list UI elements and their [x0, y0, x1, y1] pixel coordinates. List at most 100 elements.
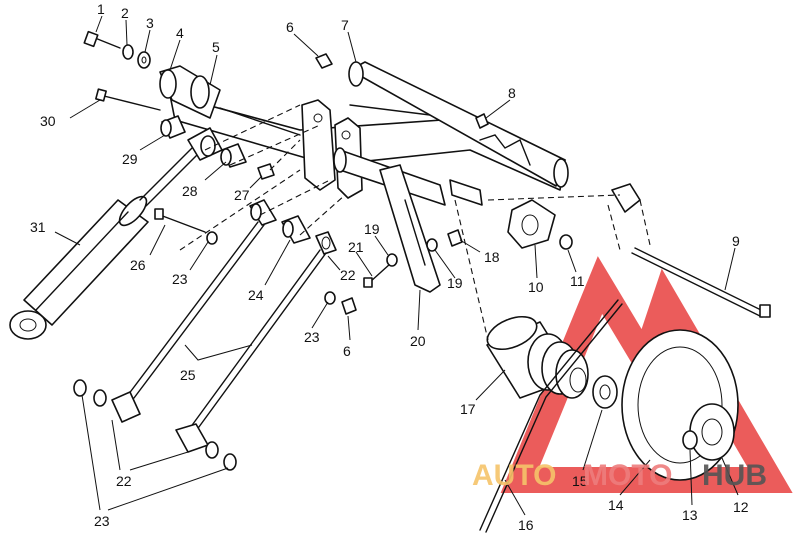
callout-labels: 1 2 3 4 5 6 7 8 9 10 11 12 13 14 15 16 1… — [30, 1, 749, 533]
guide-1 — [204, 104, 301, 151]
spacer-24-end — [282, 220, 294, 238]
lead-22a — [327, 255, 341, 271]
callout-24: 24 — [248, 287, 264, 303]
link-rod-2 — [189, 249, 321, 429]
spring-arm-16 — [479, 299, 619, 531]
callout-6a: 6 — [286, 19, 294, 35]
arm-link — [379, 164, 441, 293]
lead-30 — [69, 99, 101, 119]
lead-23c-2 — [107, 467, 229, 511]
block-10 — [507, 199, 556, 249]
lead-13 — [689, 449, 693, 506]
lead-19b — [434, 249, 456, 279]
shock-absorber — [9, 139, 207, 340]
washer-2 — [122, 44, 134, 60]
callout-19b: 19 — [447, 275, 463, 291]
spacer-lower-left — [93, 389, 107, 407]
main-shaft-assembly — [159, 61, 569, 191]
bushing-28-end — [220, 148, 232, 166]
lead-19a — [374, 235, 389, 256]
guide-5 — [259, 179, 331, 216]
shock-lower-eye — [9, 310, 47, 340]
watermark-auto: AUTO — [472, 459, 556, 492]
lead-22b — [111, 419, 121, 471]
washer-19-right — [426, 238, 438, 252]
lead-28 — [204, 161, 227, 181]
callout-15: 15 — [572, 473, 588, 489]
callout-7: 7 — [341, 17, 349, 33]
callout-20: 20 — [410, 333, 426, 349]
lead-22b-2 — [129, 451, 189, 471]
wheel-14-rim — [637, 346, 723, 464]
shock-rod-2 — [145, 145, 207, 207]
callout-26: 26 — [130, 257, 146, 273]
washer-11 — [559, 234, 573, 250]
callout-22b: 22 — [116, 473, 132, 489]
washer-23-mid — [324, 291, 336, 305]
lead-5 — [209, 54, 218, 86]
callout-8: 8 — [508, 85, 516, 101]
guide-6 — [299, 194, 346, 236]
callout-1: 1 — [97, 1, 105, 17]
washer-15 — [592, 375, 618, 409]
spring-coil-3 — [555, 349, 589, 399]
lead-21 — [355, 251, 373, 277]
callout-6b: 6 — [343, 343, 351, 359]
watermark-text: AUTO MOTO HUB — [472, 459, 767, 492]
link-rod-2b — [195, 252, 327, 432]
callout-18: 18 — [484, 249, 500, 265]
callout-10: 10 — [528, 279, 544, 295]
callout-31: 31 — [30, 219, 46, 235]
lead-29 — [139, 134, 166, 151]
callout-5: 5 — [212, 39, 220, 55]
washer-3-hole — [141, 56, 147, 64]
shock-rod — [139, 139, 201, 201]
callout-12: 12 — [733, 499, 749, 515]
callout-14: 14 — [608, 497, 624, 513]
lead-9 — [724, 247, 736, 291]
spring-arm-16b — [485, 303, 623, 533]
lead-20 — [417, 289, 421, 331]
lead-6b — [347, 315, 351, 341]
callout-19a: 19 — [364, 221, 380, 237]
lead-6a — [293, 33, 319, 57]
shaft-rib — [219, 107, 301, 136]
callout-4: 4 — [176, 25, 184, 41]
callout-16: 16 — [518, 517, 534, 533]
logo-triangle-outer — [500, 256, 793, 493]
watermark-logo — [500, 256, 793, 493]
hub-13 — [682, 430, 698, 450]
callout-27: 27 — [234, 187, 250, 203]
lead-14 — [619, 459, 651, 496]
eye-top-hole — [200, 135, 216, 157]
guide-4 — [179, 169, 301, 251]
lead-17 — [475, 369, 506, 401]
nut-6-top — [315, 53, 333, 69]
arm-20 — [379, 164, 441, 293]
left-bracket-plate — [301, 99, 336, 191]
lead-25 — [184, 344, 253, 361]
guide-2 — [229, 124, 321, 166]
bolt-26-shank — [159, 214, 206, 233]
bolt-1-shank — [94, 37, 121, 49]
rod-9 — [631, 247, 771, 318]
callout-28: 28 — [182, 183, 198, 199]
lead-4 — [169, 39, 181, 71]
callout-3: 3 — [146, 15, 154, 31]
lead-18 — [459, 239, 481, 253]
lead-8 — [485, 99, 511, 119]
guide-7 — [454, 199, 489, 341]
lead-11 — [567, 249, 577, 273]
block-10-hole — [521, 214, 539, 236]
spring-housing-end — [486, 315, 538, 351]
watermark-moto: MOTO — [583, 459, 672, 492]
lead-12 — [721, 457, 739, 496]
washer-15-hole — [599, 384, 611, 400]
lead-16 — [504, 479, 526, 516]
lead-2 — [125, 19, 128, 46]
leader-lines — [54, 15, 739, 516]
lead-26 — [149, 224, 166, 256]
hub-12 — [689, 403, 735, 461]
callout-23b: 23 — [304, 329, 320, 345]
